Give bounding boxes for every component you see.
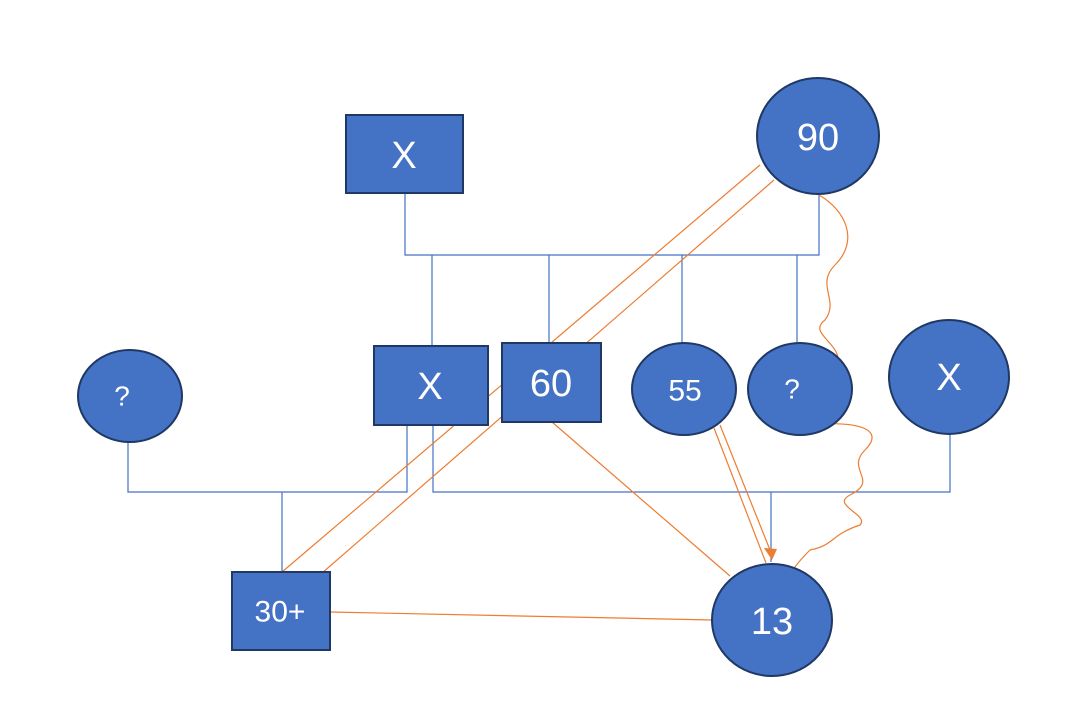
node-label: 60 — [530, 363, 572, 405]
orange-wavy-line-90-to-13 — [794, 194, 873, 568]
node-label: X — [417, 366, 442, 408]
blue-connectors — [127, 193, 951, 572]
node-bottom-square-30: 30+ — [231, 571, 331, 651]
node-mid-square-x: X — [373, 345, 489, 426]
node-label: 55 — [668, 375, 701, 408]
top-couple-line — [404, 193, 820, 256]
node-mid-circle-55: 55 — [631, 342, 737, 436]
circle-shape — [77, 349, 183, 443]
node-mid-square-60: 60 — [501, 342, 602, 423]
circle-shape — [747, 342, 853, 436]
square-shape — [345, 114, 464, 194]
circle-shape — [888, 319, 1010, 435]
square-shape — [231, 571, 331, 651]
node-label: 30+ — [255, 596, 306, 629]
node-left-circle-q: ? — [77, 349, 183, 443]
orange-line-55-to-13-a — [713, 427, 767, 564]
node-label: ? — [114, 381, 130, 412]
node-top-square-x: X — [345, 114, 464, 194]
orange-connectors — [281, 164, 873, 621]
circle-shape — [756, 77, 880, 195]
circle-shape — [631, 342, 737, 436]
square-shape — [501, 342, 602, 423]
right-couple-line — [432, 425, 951, 493]
node-label: 90 — [797, 117, 839, 159]
square-shape — [373, 345, 489, 426]
node-bottom-circle-13: 13 — [711, 563, 833, 677]
left-couple-line — [127, 425, 408, 493]
node-label: ? — [784, 374, 800, 405]
node-label: X — [391, 135, 416, 177]
node-right-circle-x: X — [888, 319, 1010, 435]
node-top-circle-90: 90 — [756, 77, 880, 195]
orange-line-30-to-13 — [330, 611, 713, 621]
node-label: 13 — [751, 601, 793, 643]
node-mid-circle-q: ? — [747, 342, 853, 436]
orange-line-55-to-13-b — [719, 424, 771, 551]
node-label: X — [936, 357, 961, 399]
orange-arrowhead — [764, 548, 777, 560]
circle-shape — [711, 563, 833, 677]
orange-line-60-to-13 — [551, 421, 731, 577]
